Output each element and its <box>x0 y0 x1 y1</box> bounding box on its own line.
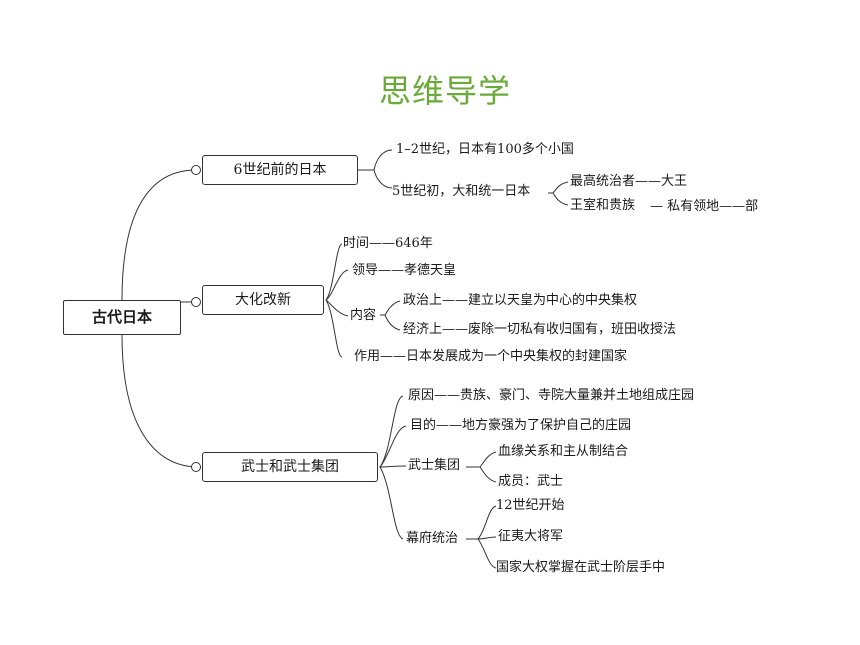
leaf-text: 原因——贵族、豪门、寺院大量兼并土地组成庄园 <box>408 388 695 403</box>
collapse-handle-1 <box>191 165 201 175</box>
root-node[interactable]: 古代日本 <box>63 300 181 335</box>
branch-1-brace <box>373 149 393 189</box>
branch-node-taika-reform[interactable]: 大化改新 <box>202 285 324 315</box>
leaf-text: 幕府统治 <box>406 531 459 546</box>
leaf-text: 武士集团 <box>408 458 461 473</box>
leaf-text: 成员：武士 <box>498 474 564 489</box>
leaf-text: 血缘关系和主从制结合 <box>498 444 629 459</box>
leaf-text: 征夷大将军 <box>498 529 564 544</box>
root-branch-3-connector <box>121 334 197 468</box>
branch-2-brace-mid-1 <box>325 269 349 301</box>
branch-3-brace <box>379 395 404 540</box>
branch-3-brace-mid-1 <box>379 425 407 468</box>
leaf-text: 内容 <box>350 308 377 323</box>
collapse-handle-3 <box>191 462 201 472</box>
leaf-text: 最高统治者——大王 <box>570 174 688 189</box>
leaf-text: 目的——地方豪强为了保护自己的庄园 <box>410 418 632 433</box>
branch-2-brace <box>325 243 343 358</box>
branch-2-sub-brace <box>384 300 401 331</box>
branch-node-pre-6th-century[interactable]: 6世纪前的日本 <box>202 155 358 185</box>
leaf-text: 王室和贵族 <box>570 198 636 213</box>
leaf-text: 政治上——建立以天皇为中心的中央集权 <box>403 293 638 308</box>
root-branch-1-connector <box>121 169 197 301</box>
page-title: 思维导学 <box>378 72 511 110</box>
branch-3-sub-brace-1 <box>479 451 497 483</box>
branch-3-sub-brace-2-mid <box>477 536 497 540</box>
leaf-text: 1–2世纪，日本有100多个小国 <box>396 142 574 157</box>
branch-node-samurai[interactable]: 武士和武士集团 <box>202 452 378 482</box>
branch-1-sub-brace <box>552 181 569 206</box>
leaf-text: 5世纪初，大和统一日本 <box>392 184 531 199</box>
leaf-text: 领导——孝德天皇 <box>352 263 457 278</box>
leaf-text: 12世纪开始 <box>496 498 565 513</box>
leaf-text: 国家大权掌握在武士阶层手中 <box>496 560 666 575</box>
branch-2-brace-mid-2 <box>325 299 349 317</box>
leaf-text: — 私有领地——部 <box>650 199 759 214</box>
leaf-text: 经济上——废除一切私有收归国有，班田收授法 <box>403 322 677 337</box>
branch-3-brace-mid-2 <box>379 465 407 468</box>
collapse-handle-2 <box>191 297 201 307</box>
leaf-text: 作用——日本发展成为一个中央集权的封建国家 <box>354 349 628 364</box>
leaf-text: 时间——646年 <box>343 236 433 251</box>
